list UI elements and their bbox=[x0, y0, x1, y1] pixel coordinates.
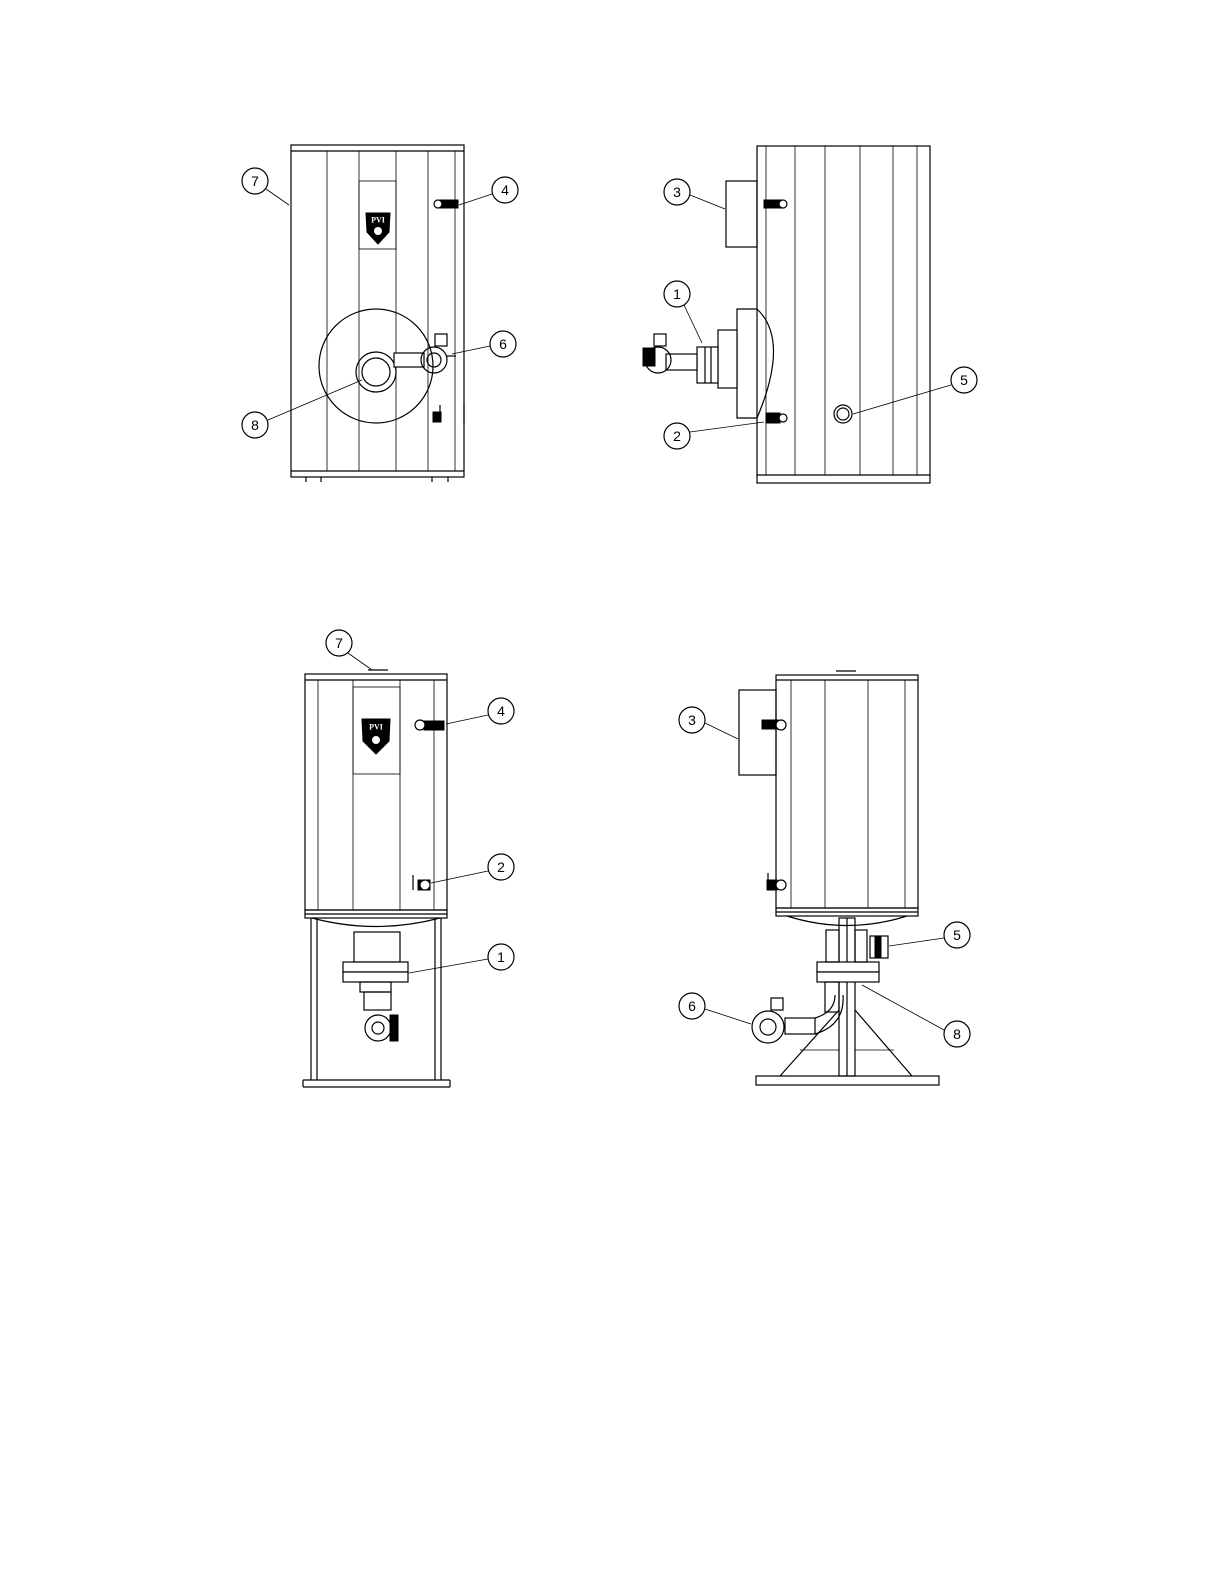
callout-8: 8 bbox=[242, 412, 268, 438]
callout-4: 4 bbox=[488, 698, 514, 724]
callout-6: 6 bbox=[679, 993, 705, 1019]
callout-3: 3 bbox=[679, 707, 705, 733]
svg-text:7: 7 bbox=[251, 173, 259, 189]
view-2-side-elevation: 3 1 5 2 bbox=[643, 146, 977, 483]
svg-text:1: 1 bbox=[497, 949, 505, 965]
callout-7: 7 bbox=[242, 168, 268, 194]
svg-text:1: 1 bbox=[673, 286, 681, 302]
callout-8: 8 bbox=[944, 1021, 970, 1047]
callout-2: 2 bbox=[488, 854, 514, 880]
svg-text:5: 5 bbox=[953, 927, 961, 943]
svg-text:4: 4 bbox=[501, 182, 509, 198]
svg-text:6: 6 bbox=[688, 998, 696, 1014]
callout-1: 1 bbox=[664, 281, 690, 307]
svg-text:PVI: PVI bbox=[369, 723, 383, 732]
svg-text:2: 2 bbox=[497, 859, 505, 875]
pvi-logo: PVI bbox=[366, 213, 390, 244]
svg-text:8: 8 bbox=[953, 1026, 961, 1042]
svg-text:5: 5 bbox=[960, 372, 968, 388]
callout-7: 7 bbox=[326, 630, 352, 656]
svg-text:6: 6 bbox=[499, 336, 507, 352]
svg-text:4: 4 bbox=[497, 703, 505, 719]
view-1-front-elevation: PVI 7 4 6 bbox=[242, 145, 518, 482]
callout-5: 5 bbox=[944, 922, 970, 948]
svg-text:PVI: PVI bbox=[371, 216, 385, 225]
view-3-front-elevation-alt: PVI 7 bbox=[303, 630, 514, 1087]
svg-text:7: 7 bbox=[335, 635, 343, 651]
svg-text:3: 3 bbox=[688, 712, 696, 728]
pvi-logo: PVI bbox=[362, 719, 390, 754]
view-4-side-elevation-alt: 3 5 6 8 bbox=[679, 671, 970, 1085]
svg-text:2: 2 bbox=[673, 428, 681, 444]
callout-5: 5 bbox=[951, 367, 977, 393]
callout-3: 3 bbox=[664, 179, 690, 205]
callout-1: 1 bbox=[488, 944, 514, 970]
svg-text:8: 8 bbox=[251, 417, 259, 433]
svg-text:3: 3 bbox=[673, 184, 681, 200]
callout-6: 6 bbox=[490, 331, 516, 357]
callout-4: 4 bbox=[492, 177, 518, 203]
callout-2: 2 bbox=[664, 423, 690, 449]
